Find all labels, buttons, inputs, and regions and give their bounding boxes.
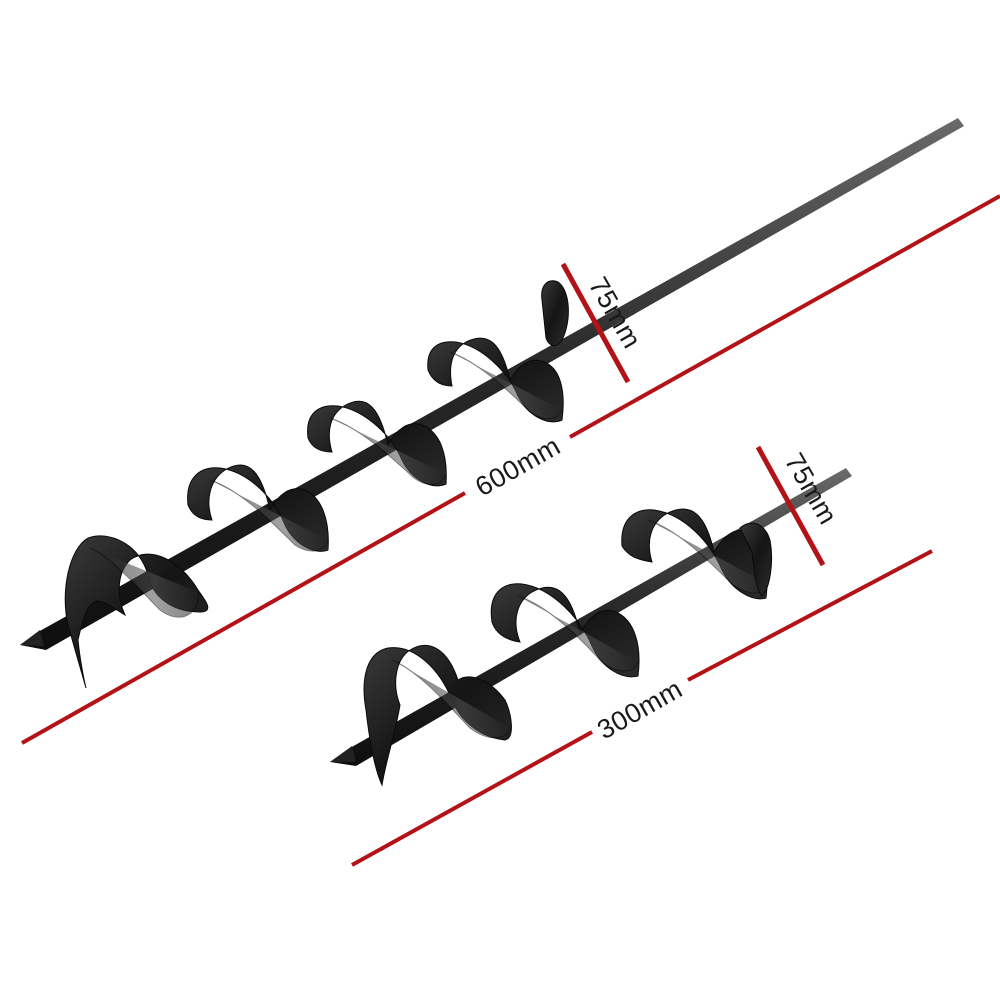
long-length-line-lower	[21, 491, 466, 745]
short-auger-flighting	[363, 508, 773, 787]
long-auger-flighting	[64, 280, 569, 689]
short-auger-diameter-label: 75mm	[779, 448, 843, 530]
short-diameter-line	[755, 445, 826, 567]
short-length-line-upper	[687, 549, 933, 682]
long-auger	[20, 118, 964, 689]
short-auger-length-label: 300mm	[592, 674, 687, 746]
long-diameter-line	[560, 262, 631, 384]
short-auger-shaft	[330, 468, 852, 766]
short-length-line-lower	[351, 730, 593, 867]
long-auger-diameter-dimension: 75mm	[560, 262, 647, 384]
long-auger-length-label: 600mm	[470, 431, 565, 503]
long-auger-shaft	[20, 118, 964, 650]
short-auger	[330, 468, 852, 787]
long-length-line-upper	[569, 194, 1000, 439]
